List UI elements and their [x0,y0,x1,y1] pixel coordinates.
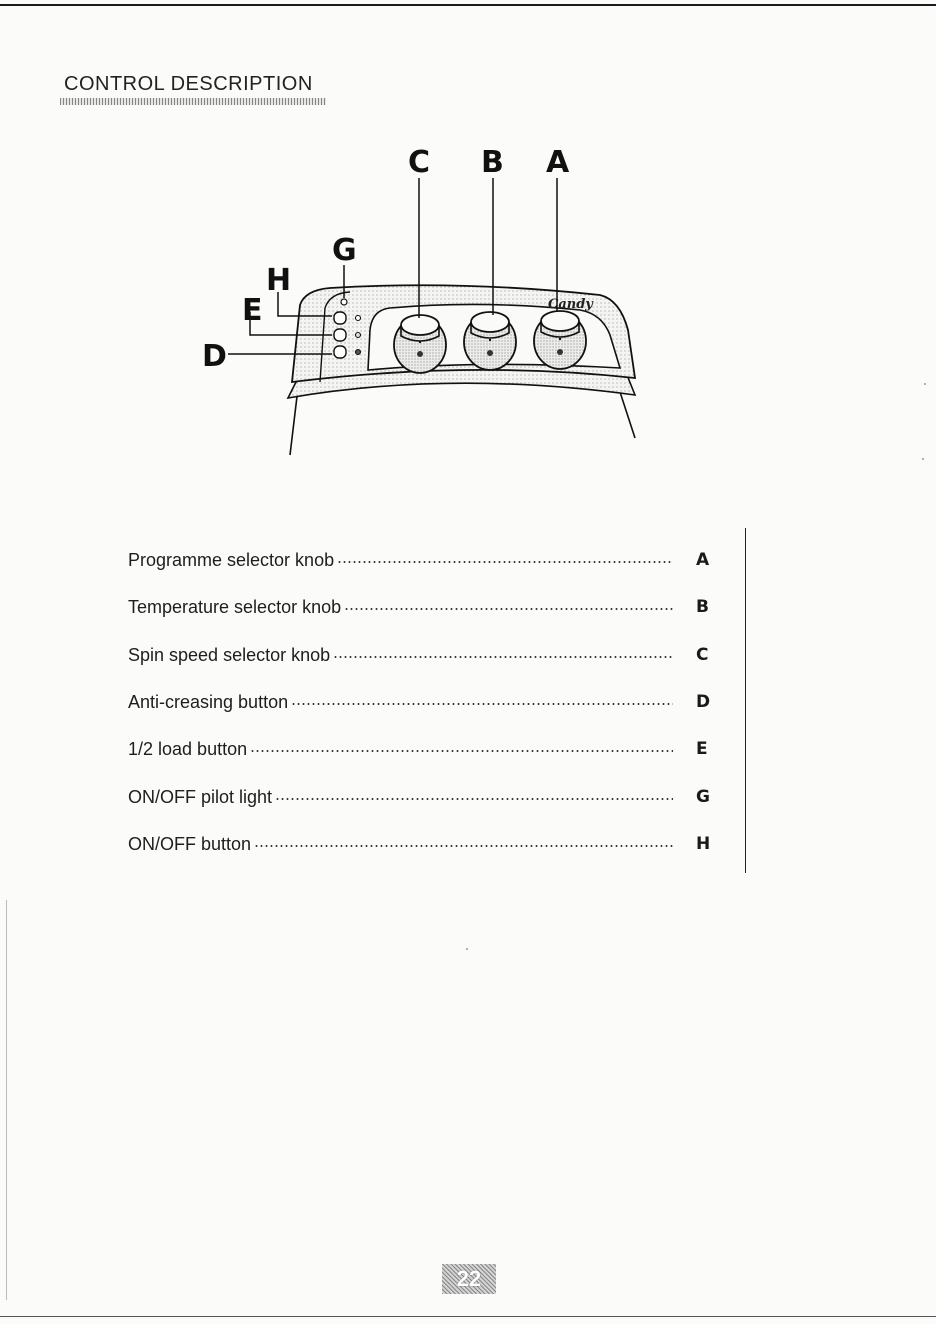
legend-item: ON/OFF pilot light G [128,787,728,817]
scan-speck [922,458,924,460]
legend-divider [745,528,746,873]
callout-h: H [266,263,291,298]
legend-label: Spin speed selector knob [128,645,330,666]
legend-label: Programme selector knob [128,550,334,571]
callout-c: C [408,145,430,180]
page-number: 22 [442,1264,496,1294]
legend-item: Spin speed selector knob C [128,645,728,675]
leader-dots [344,607,673,611]
legend-code: H [696,834,710,854]
legend-item: Anti-creasing button D [128,692,728,722]
legend-label: Temperature selector knob [128,597,341,618]
spin-speed-knob [394,315,446,373]
legend-item: 1/2 load button E [128,739,728,769]
title-underline [60,98,326,105]
scan-speck [466,948,468,950]
leader-dots [337,560,673,564]
leader-dots [275,797,673,801]
bottom-rule [0,1316,936,1317]
leader-dots [333,655,673,659]
legend-label: 1/2 load button [128,739,247,760]
leader-dots [291,702,673,706]
legend-code: G [696,787,710,807]
legend-item: Temperature selector knob B [128,597,728,627]
legend-code: D [696,692,710,712]
legend-item: Programme selector knob A [128,550,728,580]
section-title: CONTROL DESCRIPTION [64,73,313,96]
control-panel-illustration: Candy [180,130,660,470]
legend-label: ON/OFF button [128,834,251,855]
leader-dots [250,749,673,753]
legend-code: A [696,550,709,570]
legend-code: B [696,597,709,617]
legend-label: ON/OFF pilot light [128,787,272,808]
legend-label: Anti-creasing button [128,692,288,713]
leader-dots [254,844,673,848]
control-panel-diagram: Candy [180,130,660,470]
callout-d: D [202,339,227,374]
temperature-knob [464,312,516,370]
callout-e: E [242,293,263,328]
scan-speck [924,383,926,385]
legend-code: C [696,645,708,665]
callout-a: A [546,145,570,180]
legend-code: E [696,739,708,759]
margin-line [6,900,7,1300]
brand-logo: Candy [548,297,594,312]
programme-knob [534,311,586,369]
legend-item: ON/OFF button H [128,834,728,864]
callout-b: B [481,145,504,180]
callout-g: G [332,233,357,268]
top-rule [0,4,936,6]
